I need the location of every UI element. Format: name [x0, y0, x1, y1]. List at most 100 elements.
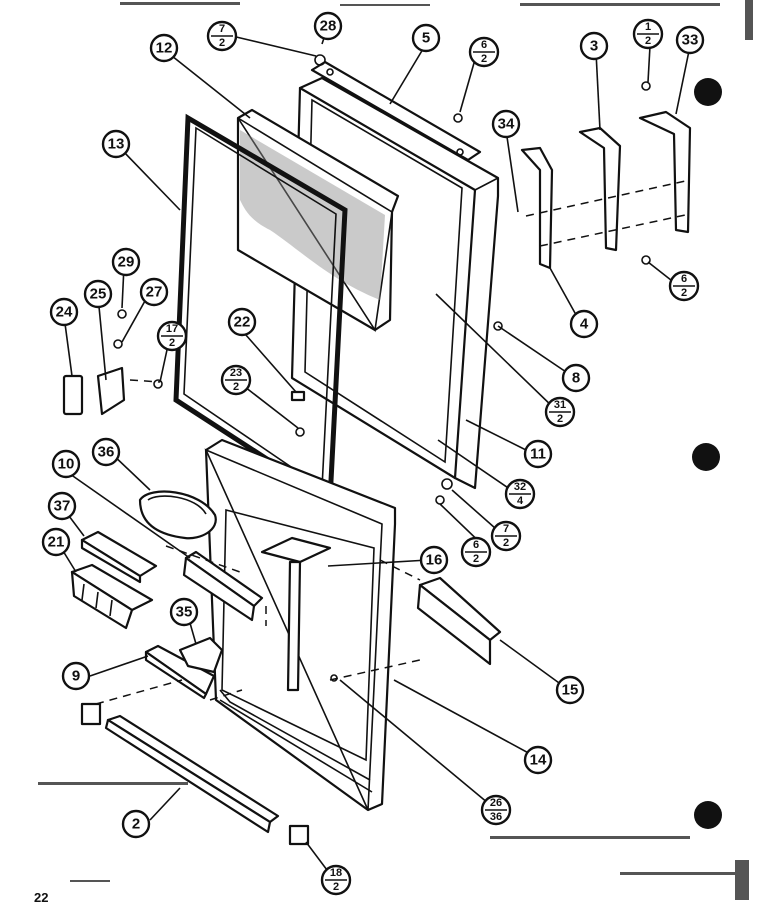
fraction-17-2: 172: [156, 320, 188, 352]
svg-text:36: 36: [98, 444, 115, 461]
svg-text:2: 2: [233, 381, 239, 393]
fraction-7-2-top: 72: [206, 20, 238, 52]
part-hinge-bracket-3: [578, 126, 622, 252]
svg-text:2: 2: [473, 553, 479, 565]
svg-text:25: 25: [90, 286, 107, 303]
callout-33: 33: [675, 25, 705, 55]
svg-text:2: 2: [557, 413, 563, 425]
callout-22: 22: [227, 307, 257, 337]
svg-text:18: 18: [330, 867, 342, 879]
part-door-rail: [182, 550, 264, 622]
callout-34: 34: [491, 109, 521, 139]
svg-text:12: 12: [156, 40, 173, 57]
scan-noise: [38, 0, 753, 900]
callout-27: 27: [139, 277, 169, 307]
callout-2: 2: [121, 809, 151, 839]
callout-14: 14: [523, 745, 553, 775]
callout-36: 36: [91, 437, 121, 467]
callout-15: 15: [555, 675, 585, 705]
part-bin-cover: [80, 530, 158, 584]
fraction-6-2-mid: 62: [460, 536, 492, 568]
svg-text:9: 9: [72, 668, 80, 685]
part-inner-liner: [204, 438, 397, 812]
svg-text:2: 2: [132, 816, 140, 833]
svg-text:16: 16: [426, 552, 443, 569]
svg-text:32: 32: [514, 481, 526, 493]
part-hinge-bracket-33: [638, 110, 692, 234]
fraction-6-2-right: 62: [668, 270, 700, 302]
svg-text:4: 4: [580, 316, 589, 333]
callout-3: 3: [579, 31, 609, 61]
part-bin: [70, 563, 154, 630]
svg-text:34: 34: [498, 116, 515, 133]
fraction-18-2: 182: [320, 864, 352, 896]
svg-text:4: 4: [517, 495, 524, 507]
punch-hole-icon: [694, 78, 722, 106]
svg-text:3: 3: [590, 38, 598, 55]
callout-5: 5: [411, 23, 441, 53]
svg-text:17: 17: [166, 323, 178, 335]
punch-hole-icon: [694, 801, 722, 829]
svg-text:2: 2: [681, 287, 687, 299]
part-small-bracket-left: [62, 366, 126, 416]
callout-12: 12: [149, 33, 179, 63]
svg-text:13: 13: [108, 136, 125, 153]
fraction-1-2: 12: [632, 18, 664, 50]
punch-hole-icon: [692, 443, 720, 471]
fraction-6-2-top: 62: [468, 36, 500, 68]
callout-10: 10: [51, 449, 81, 479]
svg-text:35: 35: [176, 604, 193, 621]
part-latch: [178, 636, 224, 674]
svg-text:2: 2: [503, 537, 509, 549]
callout-21: 21: [41, 527, 71, 557]
svg-text:6: 6: [481, 39, 487, 51]
callout-13: 13: [101, 129, 131, 159]
svg-text:1: 1: [645, 21, 651, 33]
assembly-lines: [95, 179, 691, 705]
svg-text:28: 28: [320, 18, 337, 35]
svg-text:37: 37: [54, 498, 71, 515]
fraction-31-2: 312: [544, 396, 576, 428]
svg-text:24: 24: [56, 304, 73, 321]
callout-4: 4: [569, 309, 599, 339]
svg-text:10: 10: [58, 456, 75, 473]
callout-24: 24: [49, 297, 79, 327]
svg-text:8: 8: [572, 370, 580, 387]
callout-bubbles: 28 5 12 13 3 33 34 4 8 11 29 25 27 24 22…: [41, 11, 705, 839]
part-dairy-dish: [138, 490, 217, 540]
svg-text:21: 21: [48, 534, 65, 551]
callout-16: 16: [419, 545, 449, 575]
callout-37: 37: [47, 491, 77, 521]
fraction-32-4: 324: [504, 478, 536, 510]
svg-text:29: 29: [118, 254, 135, 271]
svg-text:2: 2: [645, 35, 651, 47]
callout-28: 28: [313, 11, 343, 41]
fraction-7-2-mid: 72: [490, 520, 522, 552]
page-number: 22: [34, 890, 48, 905]
part-shelf: [416, 576, 502, 666]
svg-text:31: 31: [554, 399, 566, 411]
svg-text:26: 26: [490, 797, 502, 809]
svg-text:2: 2: [169, 337, 175, 349]
part-hinge-bracket-4: [520, 146, 554, 270]
svg-text:5: 5: [422, 30, 430, 47]
svg-text:6: 6: [681, 273, 687, 285]
svg-text:23: 23: [230, 367, 242, 379]
callout-29: 29: [111, 247, 141, 277]
svg-text:2: 2: [219, 37, 225, 49]
svg-text:2: 2: [481, 53, 487, 65]
svg-text:11: 11: [530, 446, 546, 463]
part-bottom-trim: [104, 714, 280, 834]
callout-9: 9: [61, 661, 91, 691]
svg-text:22: 22: [234, 314, 251, 331]
part-shelf-bracket: [260, 536, 332, 692]
svg-text:33: 33: [682, 32, 699, 49]
svg-text:36: 36: [490, 811, 502, 823]
fraction-23-2: 232: [220, 364, 252, 396]
svg-text:2: 2: [333, 881, 339, 893]
callout-25: 25: [83, 279, 113, 309]
svg-text:6: 6: [473, 539, 479, 551]
callout-8: 8: [561, 363, 591, 393]
